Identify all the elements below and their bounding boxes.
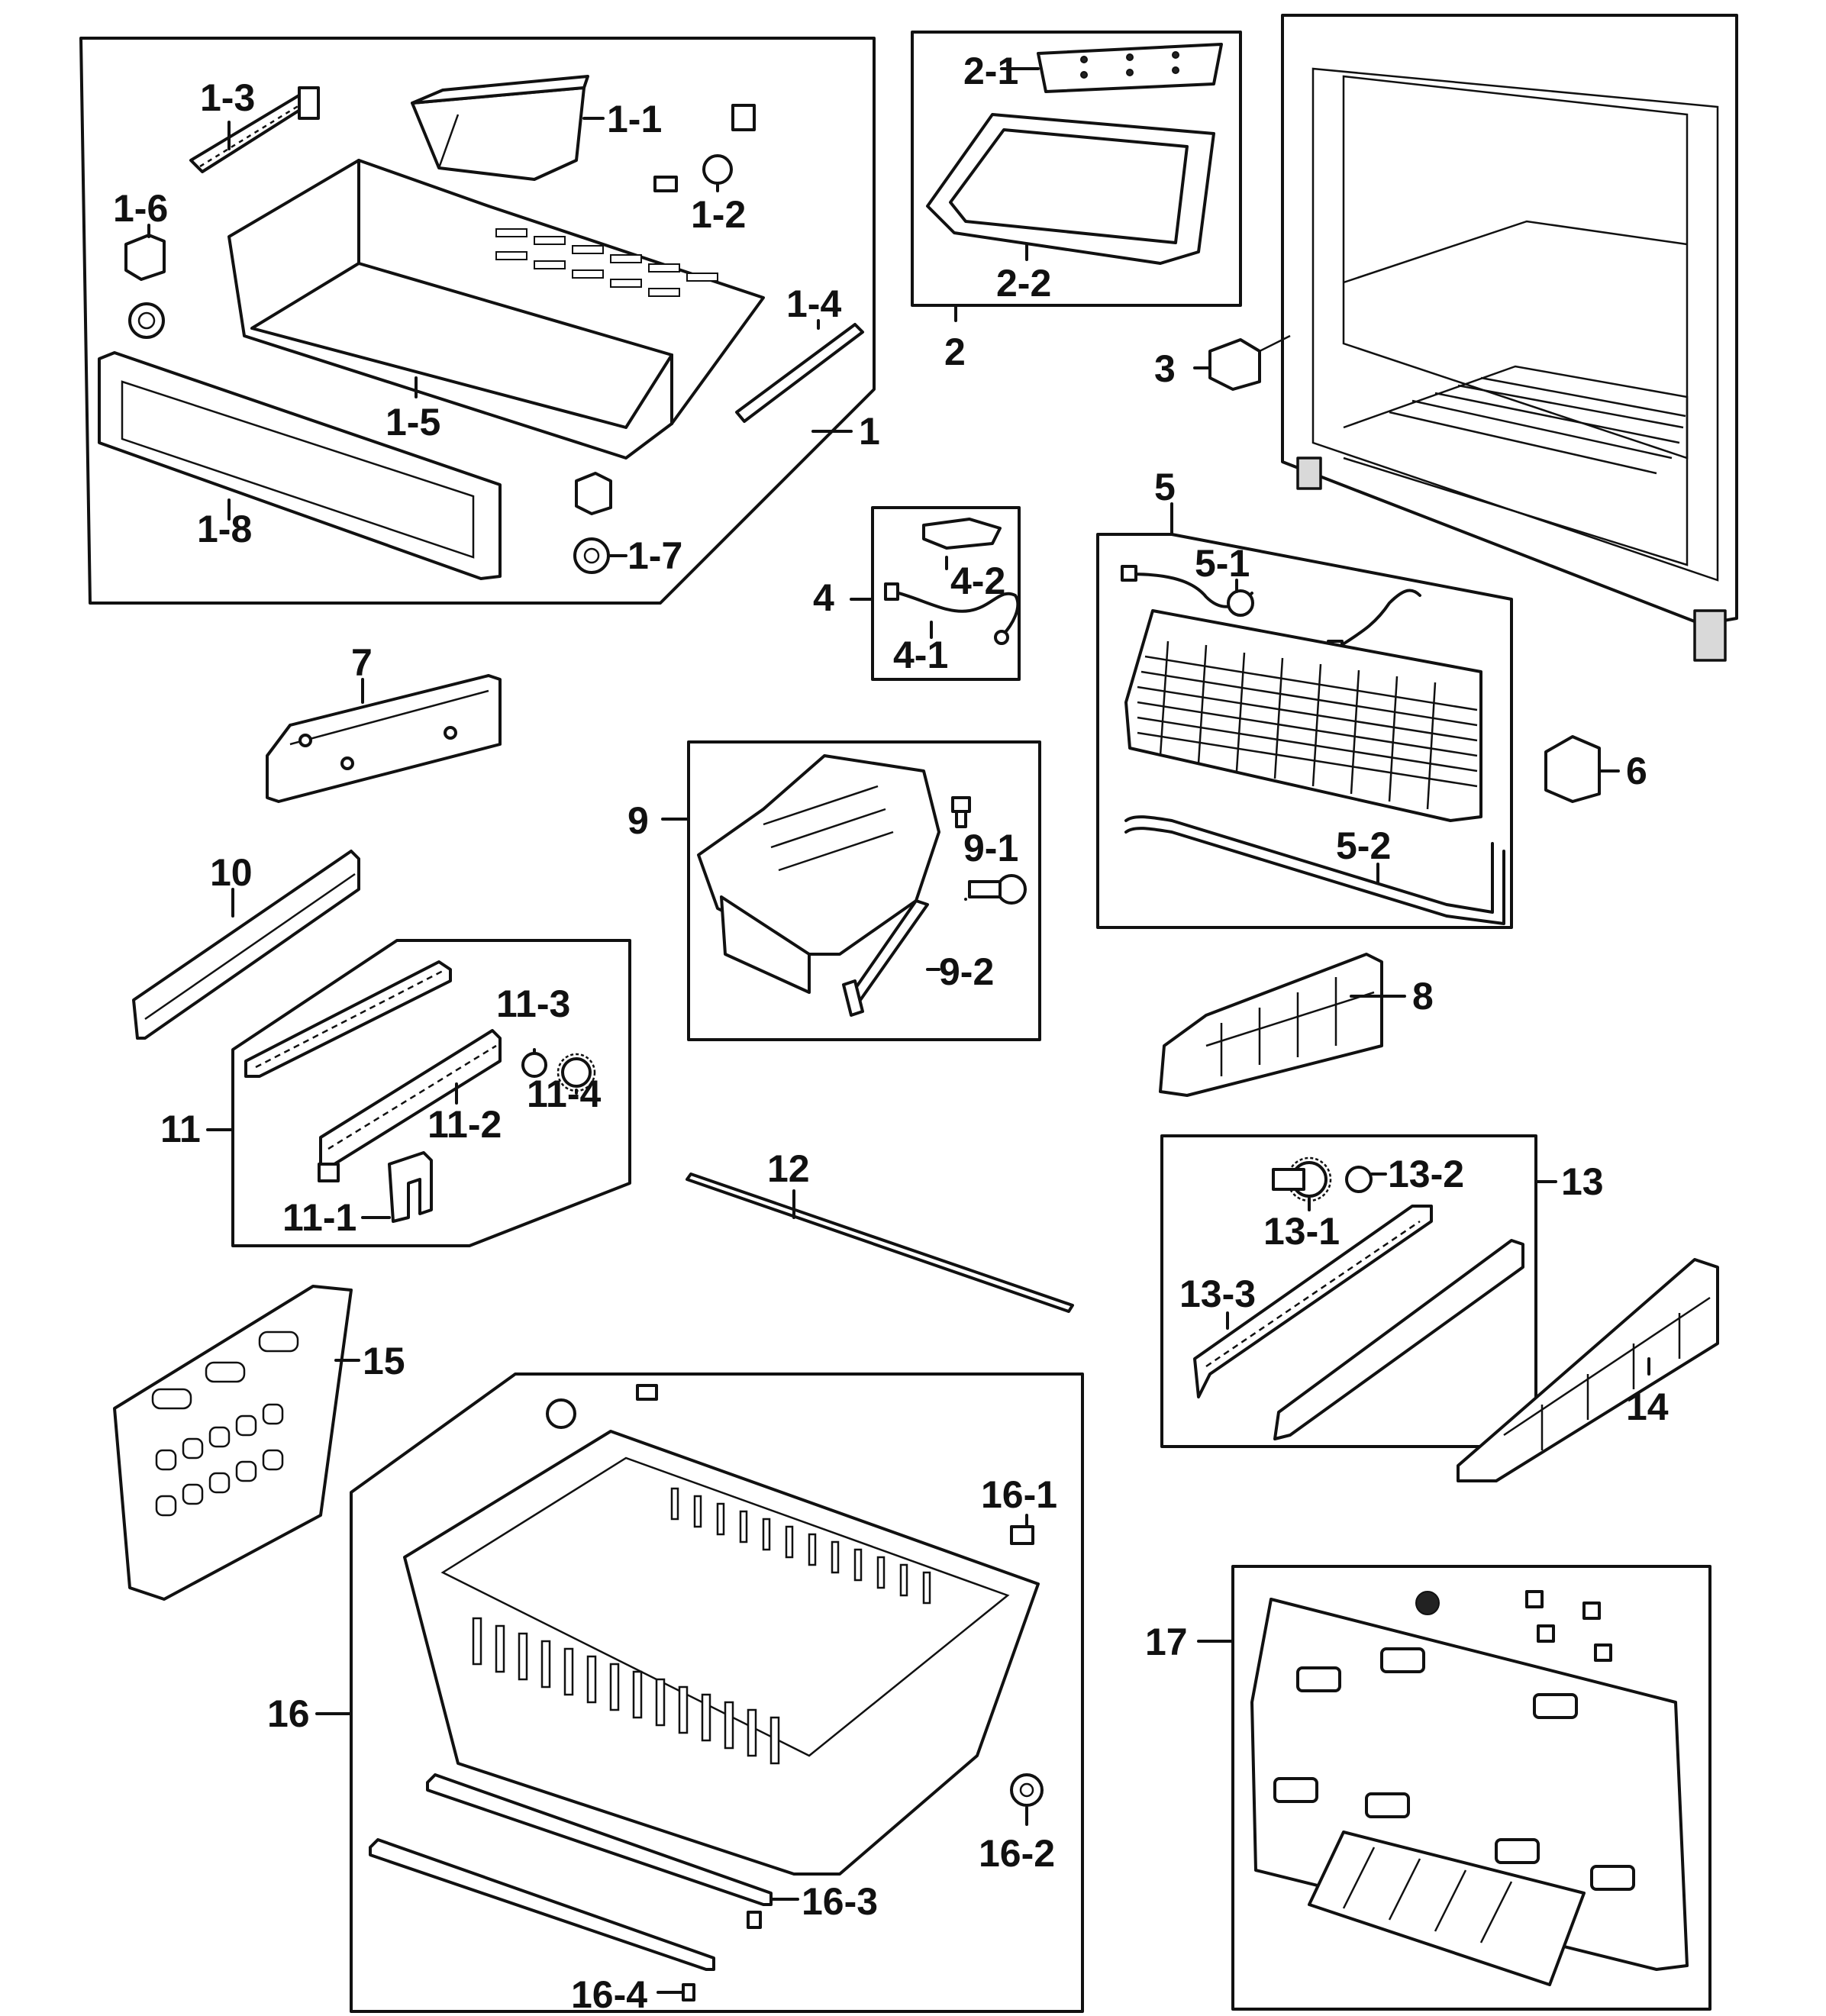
part-13-3-rail [1193, 1205, 1524, 1440]
group-16-freezer-basket: 16-1 16 16-2 16-3 16-4 [267, 1372, 1084, 2016]
label-11-2: 11-2 [427, 1103, 502, 1146]
group-13-rail: 13-2 13 13-1 13-3 [1160, 1134, 1604, 1448]
group-1-drawer-assembly: 1-1 1-3 1-2 1-6 1-4 1-5 1 1-8 1-7 [79, 37, 880, 605]
cabinet-body [1281, 14, 1738, 662]
part-13-2-cap [1345, 1166, 1373, 1193]
part-1-3-bracket [189, 86, 320, 173]
part-17-panel [1250, 1598, 1689, 1986]
part-1-4-rail [735, 323, 864, 423]
part-1-2-clips [653, 104, 756, 192]
label-13-3: 13-3 [1179, 1272, 1256, 1315]
label-1-4: 1-4 [786, 282, 841, 325]
label-13: 13 [1561, 1160, 1604, 1203]
part-1-8-front-panel [98, 351, 502, 580]
part-1-5-main-drawer [227, 159, 765, 460]
label-10: 10 [210, 851, 253, 894]
part-11-1-clip [388, 1151, 433, 1223]
label-13-1: 13-1 [1263, 1210, 1340, 1253]
label-1-6: 1-6 [113, 187, 168, 230]
label-1-5: 1-5 [386, 401, 440, 444]
label-4-2: 4-2 [950, 560, 1005, 602]
part-5-evaporator-core [1124, 609, 1482, 822]
part-4-1-wire [884, 582, 1020, 645]
part-16-wheel-top [546, 1384, 658, 1429]
part-10-rail: 10 [132, 850, 360, 1040]
label-4-1: 4-1 [893, 634, 948, 676]
label-2: 2 [944, 331, 966, 373]
group-11-slide-rail: 11-3 11-4 11 11-2 11-1 [160, 939, 631, 1247]
group-5-evaporator: 5 5-1 5-2 [1096, 466, 1513, 929]
label-11-3: 11-3 [496, 982, 570, 1025]
label-1-7: 1-7 [627, 534, 682, 577]
part-11-rail-outer [244, 960, 452, 1078]
part-16-1-pad [1010, 1525, 1034, 1545]
label-16-2: 16-2 [979, 1832, 1055, 1875]
part-3-holder: 3 [1154, 334, 1291, 391]
label-1-3: 1-3 [200, 76, 255, 119]
label-11-4: 11-4 [527, 1073, 602, 1115]
part-9-ice-bucket-body [697, 754, 940, 994]
label-3: 3 [1154, 347, 1176, 390]
label-1-2: 1-2 [691, 193, 746, 236]
part-11-2-rail-inner [318, 1029, 502, 1182]
label-8: 8 [1412, 975, 1434, 1018]
label-2-2: 2-2 [996, 262, 1051, 305]
part-7-rail-holder: 7 [266, 641, 502, 803]
group-2-cover: 2-1 2-2 2 [911, 31, 1242, 373]
label-2-1: 2-1 [963, 50, 1018, 92]
label-13-2: 13-2 [1388, 1153, 1464, 1195]
label-15: 15 [363, 1340, 405, 1382]
part-14-bracket: 14 [1457, 1258, 1719, 1482]
label-6: 6 [1626, 750, 1647, 792]
label-16-1: 16-1 [981, 1473, 1057, 1516]
label-7: 7 [351, 641, 373, 684]
label-14: 14 [1626, 1385, 1669, 1428]
part-13-1-gear [1272, 1156, 1332, 1202]
label-1-1: 1-1 [607, 98, 662, 140]
label-9-1: 9-1 [963, 827, 1018, 869]
part-9-2-bracket [842, 899, 929, 1017]
part-9-1-screws [951, 796, 1027, 905]
label-1-8: 1-8 [197, 508, 252, 550]
label-4: 4 [813, 576, 834, 619]
label-11-1: 11-1 [282, 1196, 356, 1239]
label-5: 5 [1154, 466, 1176, 508]
label-9-2: 9-2 [939, 950, 994, 993]
part-16-4-rail [369, 1838, 762, 2001]
part-2-2-frame [926, 113, 1215, 265]
part-16-basket [403, 1430, 1040, 1876]
label-5-1: 5-1 [1195, 542, 1250, 585]
label-9: 9 [627, 799, 649, 842]
part-1-6-holder [124, 234, 166, 339]
label-16-4: 16-4 [571, 1973, 647, 2016]
part-4-2-sensor-holder [922, 518, 1002, 550]
group-9-ice-bucket: 9 9-1 9-2 [627, 740, 1041, 1041]
part-6-bracket: 6 [1544, 735, 1647, 803]
group-4-sensor: 4-2 4 4-1 [813, 506, 1021, 681]
label-5-2: 5-2 [1336, 824, 1391, 867]
part-17-screws [1415, 1590, 1612, 1662]
part-16-2-wheel [1010, 1773, 1044, 1807]
part-1-1-small-bin [411, 75, 589, 181]
part-5-2-heater [1124, 815, 1505, 925]
label-17: 17 [1145, 1621, 1188, 1663]
part-8-bracket: 8 [1159, 953, 1434, 1097]
label-11: 11 [160, 1108, 201, 1150]
part-15-divider: 15 [113, 1285, 405, 1601]
part-12-rod: 12 [686, 1147, 1074, 1313]
group-17-cover-panel: 17 [1145, 1565, 1711, 2011]
label-12: 12 [767, 1147, 810, 1190]
part-16-3-rail [426, 1773, 773, 1906]
label-16: 16 [267, 1692, 310, 1735]
label-1: 1 [859, 410, 880, 453]
label-16-3: 16-3 [802, 1880, 878, 1923]
part-2-1-plate [1037, 43, 1223, 93]
part-1-7-wheel [573, 472, 612, 574]
